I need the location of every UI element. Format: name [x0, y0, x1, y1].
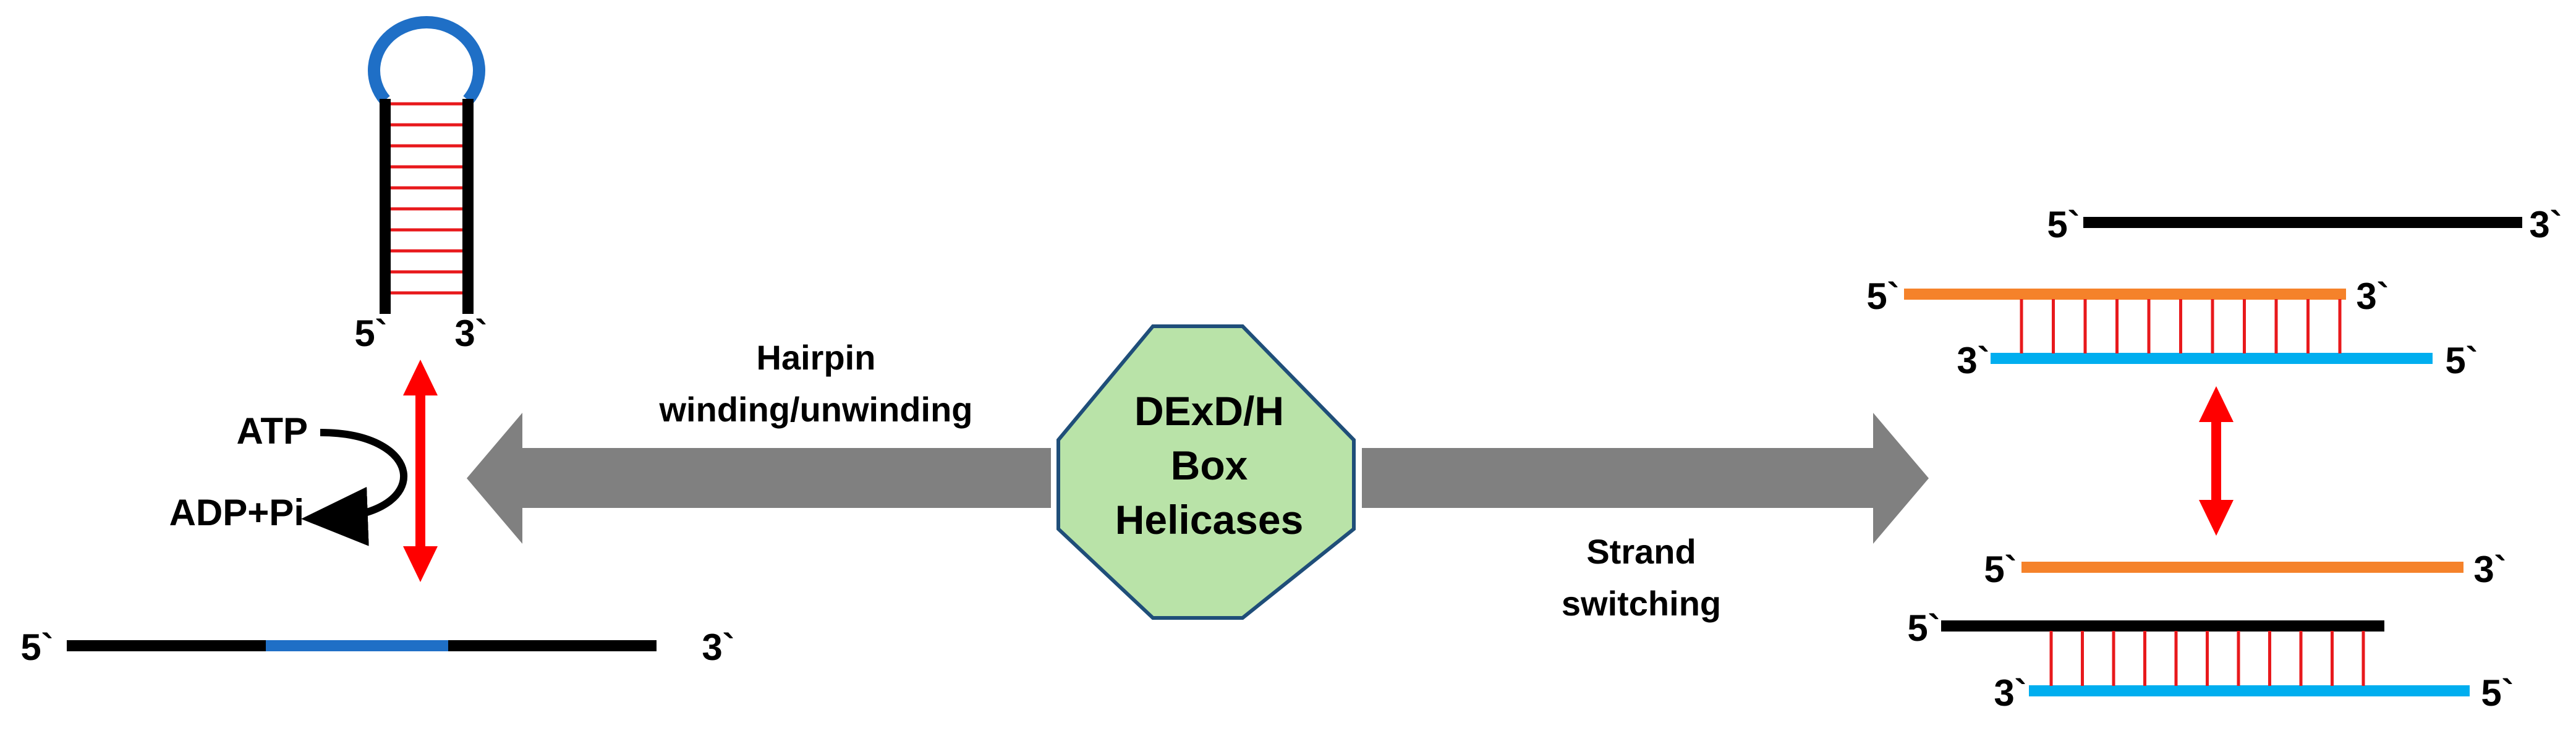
left-process-arrow — [467, 413, 1051, 544]
helicase-octagon — [1056, 324, 1356, 620]
center-label-line1: DExD/H — [1134, 388, 1284, 434]
linear-3prime-label: 3` — [702, 627, 734, 668]
atp-hydrolysis-curved-arrow — [301, 429, 407, 546]
top-orange-5prime-label: 5` — [1866, 276, 1899, 317]
top-cyan-5prime-label: 5` — [2445, 340, 2478, 381]
hairpin-structure — [368, 16, 485, 314]
top-duplex-base-pairs — [2020, 299, 2342, 353]
right-process-label-line1: Strand — [1586, 532, 1696, 571]
hairpin-5prime-label: 5` — [354, 313, 387, 354]
top-cyan-3prime-label: 3` — [1957, 340, 1989, 381]
bottom-cyan-3prime-label: 3` — [1994, 672, 2026, 714]
atp-label: ATP — [236, 410, 308, 452]
top-orange-3prime-label: 3` — [2356, 276, 2389, 317]
top-single-3prime-label: 3` — [2529, 204, 2562, 245]
adp-label: ADP+Pi — [169, 492, 304, 533]
bottom-orange-5prime-label: 5` — [1984, 549, 2017, 590]
center-label-line2: Box — [1171, 442, 1248, 488]
hairpin-loop — [368, 16, 485, 104]
left-process-label-line2: winding/unwinding — [659, 390, 973, 429]
right-process-label-line2: switching — [1562, 584, 1721, 623]
linear-5prime-label: 5` — [20, 627, 53, 668]
center-label-line3: Helicases — [1115, 497, 1304, 543]
hairpin-3prime-label: 3` — [454, 313, 487, 354]
red-double-arrow-left — [403, 360, 438, 582]
right-process-arrow — [1362, 413, 1929, 544]
bottom-duplex-base-pairs — [2049, 631, 2365, 686]
top-single-5prime-label: 5` — [2047, 204, 2080, 245]
hairpin-base-pairs — [391, 102, 462, 295]
left-process-label-line1: Hairpin — [757, 338, 876, 377]
bottom-cyan-5prime-label: 5` — [2481, 672, 2514, 714]
bottom-black-5prime-label: 5` — [1907, 607, 1940, 649]
red-double-arrow-right — [2199, 386, 2234, 536]
bottom-orange-3prime-label: 3` — [2473, 549, 2506, 590]
